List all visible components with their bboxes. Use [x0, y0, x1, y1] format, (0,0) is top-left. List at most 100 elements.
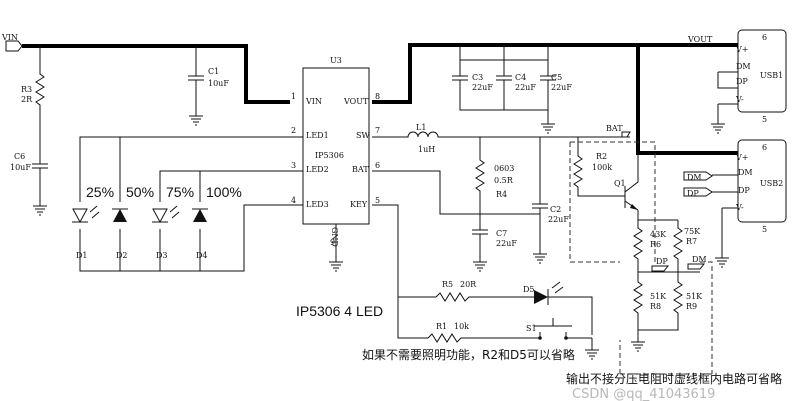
svg-text:4: 4	[291, 196, 296, 205]
usb2-connector: V+ DM DP V- USB2 6 5	[712, 139, 787, 258]
usb2-dp-flag	[683, 187, 713, 197]
svg-text:D1: D1	[76, 251, 88, 260]
key-wire	[372, 204, 428, 339]
schematic-title: IP5306 4 LED	[296, 303, 383, 319]
usb2-dm-flag	[683, 171, 713, 181]
svg-text:10uF: 10uF	[208, 79, 229, 88]
led-d4: D4 100%	[192, 184, 242, 260]
svg-text:3: 3	[291, 161, 296, 170]
svg-text:DP: DP	[736, 77, 748, 86]
svg-text:V-: V-	[735, 203, 744, 212]
svg-text:9: 9	[330, 238, 335, 247]
ground-symbol	[33, 205, 47, 216]
svg-text:6: 6	[762, 33, 767, 42]
c1-capacitor: C1 10uF	[188, 46, 229, 116]
svg-text:100k: 100k	[592, 163, 612, 172]
svg-text:7: 7	[375, 126, 380, 135]
c4-capacitor: C4 22uF	[496, 60, 536, 110]
led-d2: D2 50%	[112, 184, 154, 260]
ground-symbol	[329, 261, 343, 272]
led2-wire	[159, 170, 303, 202]
bat-pin-wire	[372, 170, 540, 215]
svg-text:50%: 50%	[126, 184, 154, 200]
svg-text:22uF: 22uF	[472, 83, 493, 92]
r9-resistor: 51K R9	[638, 272, 703, 331]
svg-text:6: 6	[762, 143, 767, 152]
led3-wire	[79, 204, 303, 272]
svg-text:5: 5	[762, 225, 767, 234]
c6-capacitor: C6 10uF	[10, 138, 48, 206]
svg-text:R3: R3	[21, 85, 32, 94]
svg-text:22uF: 22uF	[548, 215, 569, 224]
ground-symbol	[715, 257, 729, 268]
svg-text:1: 1	[291, 92, 296, 101]
ground-symbol	[631, 341, 645, 352]
svg-text:C5: C5	[551, 73, 562, 82]
svg-text:D3: D3	[156, 251, 168, 260]
svg-text:20R: 20R	[460, 280, 477, 289]
svg-text:LED2: LED2	[306, 165, 329, 174]
svg-text:R4: R4	[496, 190, 507, 199]
svg-text:KEY: KEY	[350, 200, 368, 209]
watermark: CSDN @qq_41043619	[572, 387, 715, 401]
svg-text:2R: 2R	[21, 95, 33, 104]
svg-text:R2: R2	[596, 152, 607, 161]
dp-node-label: DP	[656, 257, 668, 266]
r6-resistor: 43K R6	[633, 220, 667, 272]
led1-wire	[79, 136, 303, 202]
svg-text:0603: 0603	[494, 164, 514, 173]
svg-text:DM: DM	[738, 168, 753, 177]
svg-text:75K: 75K	[684, 227, 701, 236]
led-d1: D1 25%	[72, 184, 114, 260]
svg-text:VOUT: VOUT	[343, 97, 369, 106]
svg-text:D5: D5	[523, 285, 535, 294]
note-lighting: 如果不需要照明功能，R2和D5可以省略	[362, 347, 575, 362]
c2-capacitor: C2 22uF	[532, 137, 569, 254]
svg-text:R7: R7	[686, 237, 697, 246]
svg-text:22uF: 22uF	[496, 239, 517, 248]
svg-text:L1: L1	[416, 123, 426, 132]
svg-text:51K: 51K	[686, 292, 703, 301]
ground-symbol	[711, 123, 725, 134]
ground-symbol	[473, 261, 487, 272]
ground-symbol	[189, 115, 203, 126]
svg-text:51K: 51K	[650, 292, 667, 301]
svg-text:5: 5	[375, 196, 380, 205]
dm-flag	[687, 263, 706, 270]
usb2-power-bus	[636, 45, 738, 155]
r7-resistor: 75K R7	[673, 220, 701, 272]
dm-node-label: DM	[692, 255, 707, 264]
svg-text:C7: C7	[496, 229, 507, 238]
r4-resistor: 0603 0.5R R4	[475, 137, 514, 214]
svg-text:GND: GND	[330, 227, 339, 247]
vin-port	[5, 40, 23, 52]
c7-capacitor: C7 22uF	[472, 214, 517, 262]
ground-symbol	[533, 253, 547, 264]
vin-label: VIN	[1, 33, 18, 42]
vout-bus	[372, 43, 738, 104]
usb1-name: USB1	[760, 71, 783, 80]
vin-bus	[22, 44, 290, 104]
led-d3: D3 75%	[152, 184, 194, 260]
ground-symbol	[585, 338, 599, 360]
s1-switch: S1	[526, 318, 592, 340]
svg-text:C3: C3	[472, 73, 483, 82]
c3-capacitor: C3 22uF	[452, 60, 548, 111]
bat-net-label: BAT	[606, 124, 623, 133]
vout-label: VOUT	[687, 35, 713, 44]
svg-text:R1: R1	[436, 322, 447, 331]
svg-text:100%: 100%	[206, 184, 242, 200]
svg-text:6: 6	[375, 161, 380, 170]
svg-text:V-: V-	[735, 95, 744, 104]
note-output: 输出不接分压电阻时虚线框内电路可省略	[566, 371, 782, 386]
usb2-name: USB2	[760, 179, 783, 188]
usb2-dm-flag-label: DM	[687, 173, 702, 182]
c5-capacitor: C5 22uF	[540, 60, 572, 124]
svg-text:D4: D4	[196, 251, 208, 260]
svg-text:5: 5	[762, 115, 767, 124]
svg-text:C1: C1	[208, 67, 219, 76]
svg-text:1uH: 1uH	[418, 145, 435, 154]
r5-resistor: R5 20R	[435, 280, 534, 302]
